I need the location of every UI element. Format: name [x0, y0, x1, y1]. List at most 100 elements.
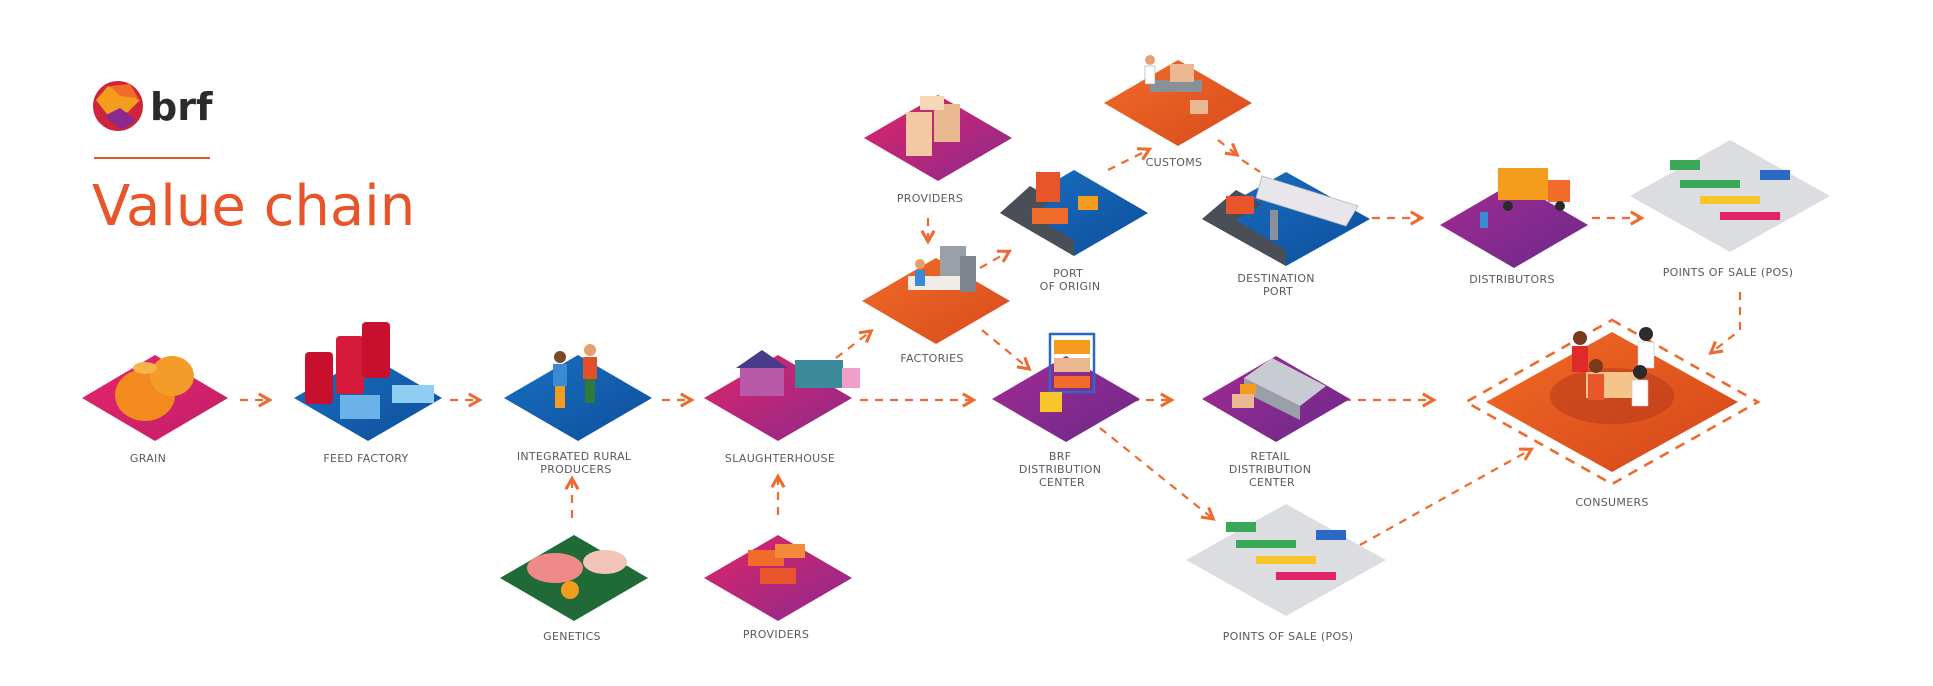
- retail-dc-label-line: RETAIL: [1251, 450, 1291, 463]
- person-icon: [1588, 374, 1604, 400]
- warehouse-wall-icon: [1244, 378, 1300, 420]
- customs-tile: [1104, 60, 1252, 146]
- logo-facet: [104, 108, 136, 130]
- brand-wordmark: brf: [150, 85, 213, 129]
- providers-bottom-label: PROVIDERS: [743, 628, 809, 641]
- crane-icon: [1270, 210, 1278, 240]
- box-stack-top: [920, 96, 944, 110]
- pos-bottom-label: POINTS OF SALE (POS): [1223, 630, 1354, 643]
- factories-label-line: FACTORIES: [900, 352, 963, 365]
- box-stack-icon: [934, 104, 960, 142]
- counter-icon: [1670, 160, 1700, 170]
- person-icon: [1637, 341, 1655, 369]
- person-head: [1633, 365, 1647, 379]
- slaughterhouse-label-line: SLAUGHTERHOUSE: [725, 452, 835, 465]
- destination-port-label-line: PORT: [1263, 285, 1293, 298]
- sack-top: [133, 362, 157, 374]
- arrow-port-customs: [1107, 150, 1148, 171]
- arrow-customs-destination-tail: [1241, 159, 1261, 173]
- truck-icon: [795, 360, 843, 388]
- warehouse-roof-icon: [1244, 358, 1326, 406]
- feed-factory-label-line: FEED FACTORY: [323, 452, 408, 465]
- grain-label-line: GRAIN: [130, 452, 166, 465]
- brf-dc-label-line: BRF: [1049, 450, 1071, 463]
- truck-cab-icon: [1548, 180, 1570, 202]
- counter-icon: [1226, 522, 1256, 532]
- farmer-head: [554, 351, 566, 363]
- brand-logo: brf: [93, 81, 213, 131]
- pig-icon: [527, 553, 583, 583]
- node-integrated-rural-producers: INTEGRATED RURAL PRODUCERS: [504, 344, 652, 476]
- port-of-origin-label-line: OF ORIGIN: [1040, 280, 1101, 293]
- person-icon: [1631, 379, 1649, 407]
- eggs-tray-icon: [583, 550, 627, 574]
- warehouse-icon: [340, 395, 380, 419]
- box-icon: [1240, 384, 1256, 394]
- node-grain: GRAIN: [82, 355, 228, 465]
- brf-dc-label-line: CENTER: [1039, 476, 1085, 489]
- arrow-factories-port: [979, 252, 1008, 269]
- grain-sack-icon: [150, 356, 194, 396]
- shelf-icon: [1276, 572, 1336, 580]
- counter-icon: [1760, 170, 1790, 180]
- farmer-legs: [555, 386, 565, 408]
- wheel-icon: [1555, 201, 1565, 211]
- silo-icon: [305, 352, 333, 404]
- factories-label: FACTORIES: [900, 352, 963, 365]
- pallet-box-icon: [1054, 376, 1090, 388]
- farmer-icon: [583, 357, 597, 379]
- silo-icon: [336, 336, 364, 394]
- person-head: [1573, 331, 1587, 345]
- worker-head: [915, 259, 925, 269]
- slaughterhouse-label: SLAUGHTERHOUSE: [725, 452, 835, 465]
- port-of-origin-label: PORT OF ORIGIN: [1040, 267, 1101, 293]
- container-icon: [1032, 208, 1068, 224]
- producers-label: INTEGRATED RURAL PRODUCERS: [517, 450, 635, 476]
- machine-icon: [960, 256, 976, 292]
- farmer-head: [584, 344, 596, 356]
- silo-icon: [362, 322, 390, 378]
- providers-bottom-label-line: PROVIDERS: [743, 628, 809, 641]
- shelf-icon: [1700, 196, 1760, 204]
- node-consumers: CONSUMERS: [1486, 327, 1738, 509]
- conveyor-icon: [392, 385, 434, 403]
- node-distributors: DISTRIBUTORS: [1440, 168, 1588, 286]
- producers-tile: [504, 355, 652, 441]
- arrow-factories-bdc: [981, 329, 1028, 368]
- page-title: Value chain: [92, 174, 415, 239]
- pos-top-label-line: POINTS OF SALE (POS): [1663, 266, 1794, 279]
- node-providers-bottom: PROVIDERS: [704, 535, 852, 641]
- ship-icon: [1255, 175, 1359, 227]
- arrow-slaughter-factories: [835, 332, 870, 359]
- box-icon: [1170, 64, 1194, 82]
- house-icon: [740, 366, 784, 396]
- worker-icon: [915, 270, 925, 286]
- producers-label-line: PRODUCERS: [540, 463, 611, 476]
- farmer-legs: [585, 379, 595, 403]
- node-providers-top: PROVIDERS: [864, 95, 1012, 205]
- consumers-dashed-outline: [1463, 318, 1761, 486]
- node-customs: CUSTOMS: [1104, 55, 1252, 169]
- pos-bottom-label-line: POINTS OF SALE (POS): [1223, 630, 1354, 643]
- arrow-customs-destination: [1217, 139, 1236, 154]
- arrow-pos-consumers: [1359, 450, 1530, 546]
- consumers-label-line: CONSUMERS: [1575, 496, 1648, 509]
- node-brf-distribution-center: BRF DISTRIBUTION CENTER: [992, 332, 1140, 489]
- roof-icon: [736, 350, 788, 368]
- node-slaughterhouse: SLAUGHTERHOUSE: [704, 350, 860, 465]
- node-destination-port: DESTINATION PORT: [1202, 172, 1370, 298]
- retail-dc-label-line: CENTER: [1249, 476, 1295, 489]
- node-pos-bottom: POINTS OF SALE (POS): [1186, 504, 1386, 643]
- conveyor-icon: [1150, 80, 1202, 92]
- forklift-icon: [1040, 392, 1062, 412]
- providers-top-label: PROVIDERS: [897, 192, 963, 205]
- truck-icon: [1498, 168, 1548, 200]
- shelf-icon: [1720, 212, 1780, 220]
- genetics-label-line: GENETICS: [543, 630, 601, 643]
- shelf-icon: [1680, 180, 1740, 188]
- truck-cab-icon: [842, 368, 860, 388]
- shelf-icon: [1256, 556, 1316, 564]
- box-stack-icon: [906, 112, 932, 156]
- logo-facet: [110, 84, 138, 98]
- brf-dc-label: BRF DISTRIBUTION CENTER: [1019, 450, 1105, 489]
